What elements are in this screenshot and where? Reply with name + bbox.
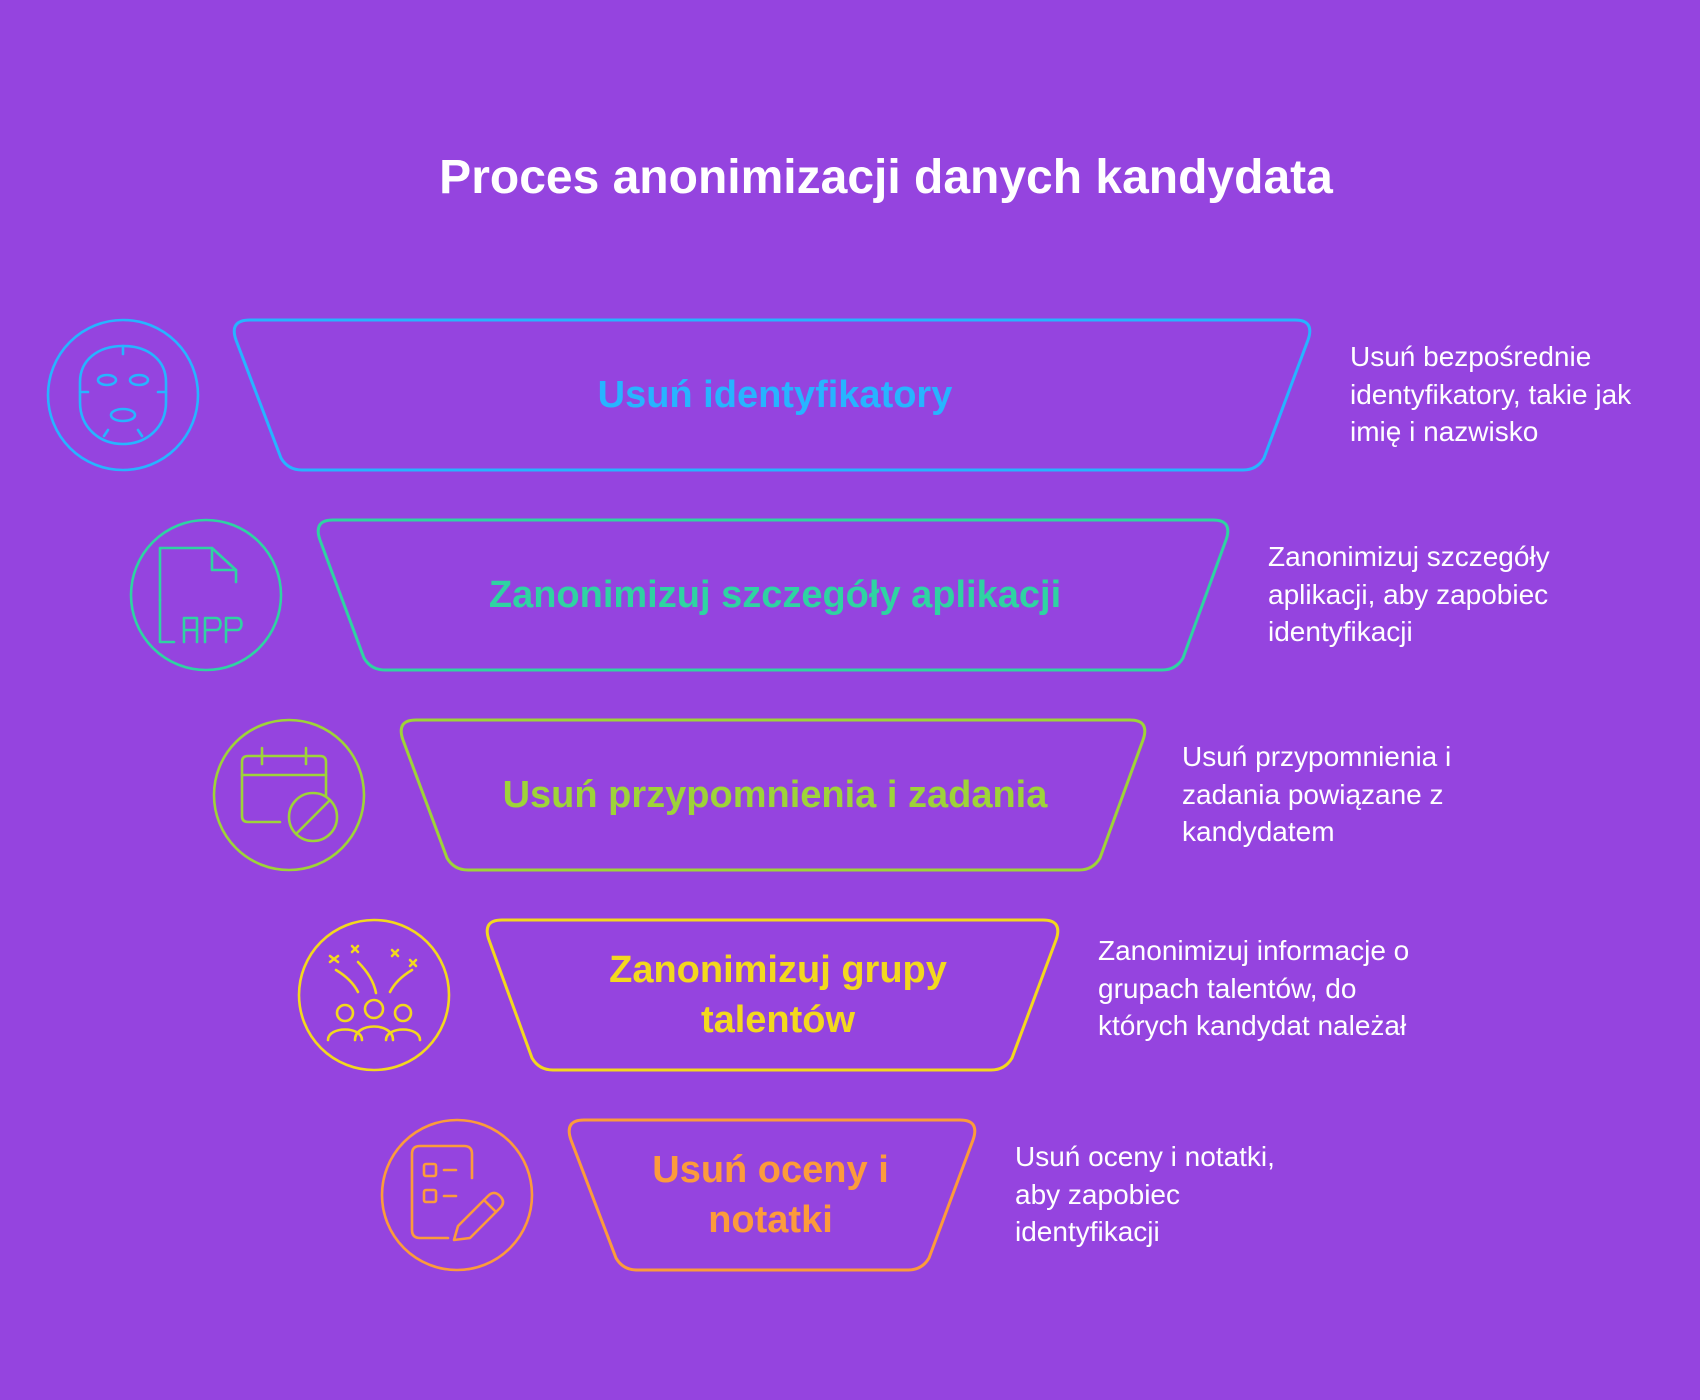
funnel-stage-4 — [297, 918, 1060, 1072]
stage-label-2: Zanonimizuj szczegóły aplikacji — [488, 574, 1062, 616]
calendar-cancel-icon — [212, 718, 366, 872]
funnel-segment-4 — [485, 918, 1060, 1072]
stage-description-4: Zanonimizuj informacje o grupach talentó… — [1098, 935, 1410, 1041]
stage-description-2: Zanonimizuj szczegóły aplikacji, aby zap… — [1268, 541, 1550, 647]
icon-circle-1 — [46, 318, 200, 472]
icon-circle-5 — [380, 1118, 534, 1272]
stage-description-1: Usuń bezpośrednie identyfikatory, takie … — [1350, 341, 1632, 447]
funnel-segment-2 — [316, 518, 1230, 672]
funnel-stage-2 — [129, 518, 1230, 672]
icon-circle-2 — [129, 518, 283, 672]
stage-label-4: Zanonimizuj grupy talentów — [609, 949, 947, 1041]
app-document-icon — [129, 518, 283, 672]
stage-description-5: Usuń oceny i notatki, aby zapobiec ident… — [1015, 1141, 1275, 1247]
funnel-segment-5 — [567, 1118, 977, 1272]
stage-label-3: Usuń przypomnienia i zadania — [502, 774, 1048, 816]
icon-circle-4 — [297, 918, 451, 1072]
funnel-segment-1 — [232, 318, 1312, 472]
icon-circle-3 — [212, 718, 366, 872]
funnel-segment-3 — [399, 718, 1147, 872]
page-title: Proces anonimizacji danych kandydata — [439, 151, 1333, 204]
funnel-stage-1 — [46, 318, 1312, 472]
checklist-edit-icon — [380, 1118, 534, 1272]
stage-label-5: Usuń oceny i notatki — [652, 1149, 889, 1241]
stage-description-3: Usuń przypomnienia i zadania powiązane z… — [1182, 741, 1452, 847]
funnel-stage-5 — [380, 1118, 977, 1272]
funnel-stage-3 — [212, 718, 1147, 872]
celebrating-group-icon — [297, 918, 451, 1072]
face-mask-icon — [46, 318, 200, 472]
stage-label-1: Usuń identyfikatory — [597, 374, 953, 416]
